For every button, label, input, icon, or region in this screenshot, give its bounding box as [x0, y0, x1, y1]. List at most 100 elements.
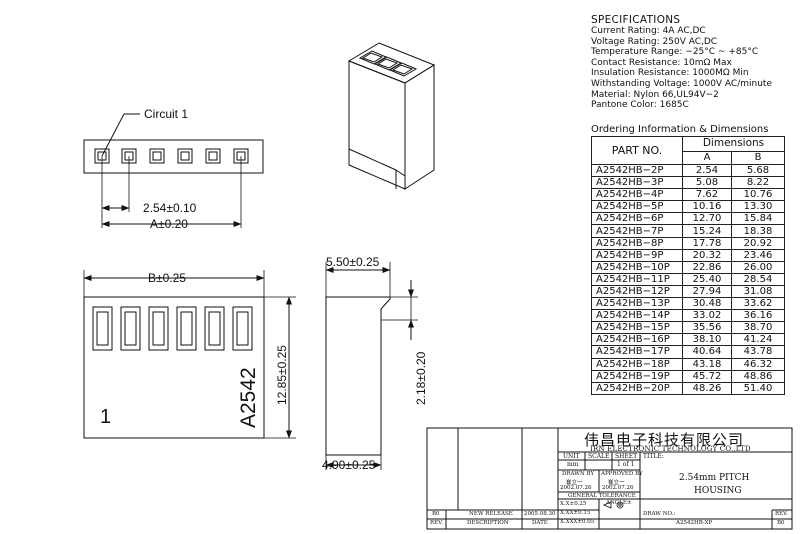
col-dimensions-header: Dimensions	[682, 136, 785, 152]
part-number-cell: A2542HB−10P	[591, 260, 683, 274]
angle-label: ANGLE±	[606, 500, 632, 506]
dim-a-cell: 2.54	[682, 163, 732, 178]
dim-b-cell: 46.32	[731, 357, 785, 371]
dim-a-cell: 35.56	[682, 321, 732, 335]
drawing-title-line1: 2.54mm PITCH	[679, 473, 750, 483]
tolerance-label: GENERAL TOLERANCE	[568, 493, 636, 499]
dim-b-cell: 8.22	[731, 176, 785, 190]
side-width-dim-text: 5.50±0.25	[326, 255, 380, 269]
drawing-number-label: DRAW NO.:	[643, 511, 676, 517]
drawing-number: A2542HB-XP	[676, 520, 713, 526]
pitch-dim-text: 2.54±0.10	[143, 201, 197, 215]
housing-cavities	[358, 50, 418, 77]
housing-chamfer	[395, 169, 406, 177]
part-number-cell: A2542HB−5P	[591, 200, 683, 214]
col-part-header: PART NO.	[591, 136, 683, 165]
dim-b-cell: 41.24	[731, 333, 785, 347]
dim-b-cell: 5.68	[731, 163, 785, 178]
spec-line: Withstanding Voltage: 1000V AC/minute	[591, 78, 772, 89]
dim-b-cell: 15.84	[731, 212, 785, 226]
front-view-body	[83, 296, 265, 439]
rev-label: REV.	[775, 511, 788, 517]
dim-a-cell: 25.40	[682, 272, 732, 286]
part-number-cell: A2542HB−3P	[591, 176, 683, 190]
part-number-cell: A2542HB−6P	[591, 212, 683, 226]
top-view	[83, 113, 264, 228]
approved-by-label: APPROVED BY	[601, 471, 643, 477]
dim-a-cell: 22.86	[682, 260, 732, 274]
scale-label: SCALE	[588, 453, 610, 460]
dim-b-cell: 10.76	[731, 188, 785, 202]
dim-b-cell: 26.00	[731, 260, 785, 274]
part-number-cell: A2542HB−12P	[591, 284, 683, 299]
side-view	[325, 262, 418, 470]
dim-a-cell: 5.08	[682, 176, 732, 190]
sheet-value: 1 of 1	[617, 461, 635, 468]
part-number-cell: A2542HB−13P	[591, 297, 683, 311]
part-number-cell: A2542HB−14P	[591, 309, 683, 323]
part-number-cell: A2542HB−17P	[591, 345, 683, 359]
col-a-header: A	[682, 150, 732, 166]
dim-b-cell: 36.16	[731, 309, 785, 323]
side-view-outline	[325, 296, 391, 456]
unit-label: UNIT	[563, 453, 580, 460]
body-marking: A2542	[237, 367, 260, 428]
tolerance-xx: X.XX±0.15	[560, 510, 591, 516]
dim-b-cell: 13.30	[731, 200, 785, 214]
dim-b-cell: 31.08	[731, 284, 785, 299]
part-number-cell: A2542HB−7P	[591, 224, 683, 238]
spec-line: Insulation Resistance: 1000MΩ Min	[591, 68, 749, 79]
circuit-label: Circuit 1	[144, 107, 188, 121]
part-number-cell: A2542HB−9P	[591, 248, 683, 262]
revision-code: B0	[432, 511, 440, 517]
approved-by-date: 2002.07.26	[602, 485, 634, 491]
dim-a-cell: 43.18	[682, 357, 732, 371]
col-b-header: B	[731, 150, 785, 166]
dim-a-cell: 15.24	[682, 224, 732, 238]
front-view-cavities	[92, 306, 253, 351]
isometric-housing-view	[347, 42, 436, 190]
ordering-title: Ordering Information & Dimensions	[591, 124, 769, 135]
projection-symbol	[602, 501, 624, 509]
date-header: DATE	[532, 520, 548, 526]
dim-a-cell: 38.10	[682, 333, 732, 347]
circuit-leader	[101, 113, 140, 157]
dim-a-cell: 10.16	[682, 200, 732, 214]
specifications-block: SPECIFICATIONS Current Rating: 4A AC,DC …	[591, 14, 796, 111]
unit-value: mm	[567, 461, 579, 468]
a-dim-text: A±0.20	[150, 217, 188, 231]
rev-value: B0	[777, 520, 785, 526]
housing-side-face	[404, 64, 435, 190]
dim-a-cell: 17.78	[682, 236, 732, 250]
sheet-label: SHEET	[615, 453, 638, 460]
tolerance-x: X.X±0.25	[560, 501, 587, 507]
dim-a-cell: 33.02	[682, 309, 732, 323]
drawn-by-label: DRAWN BY	[562, 471, 595, 477]
drawn-by-date: 2002.07.26	[560, 485, 592, 491]
rev-header: REV.	[430, 520, 443, 526]
part-number-cell: A2542HB−2P	[591, 163, 683, 178]
drawn-by-name: 崔立一	[566, 480, 583, 486]
company-name-cn: 伟昌电子科技有限公司	[584, 431, 745, 449]
dim-a-cell: 20.32	[682, 248, 732, 262]
top-view-body	[83, 139, 264, 174]
revision-description: NEW RELEASE	[469, 511, 513, 517]
height-dim-text: 12.85±0.25	[275, 345, 289, 405]
spec-line: Pantone Color: 1685C	[591, 100, 689, 111]
housing-bottom-step	[348, 148, 397, 189]
